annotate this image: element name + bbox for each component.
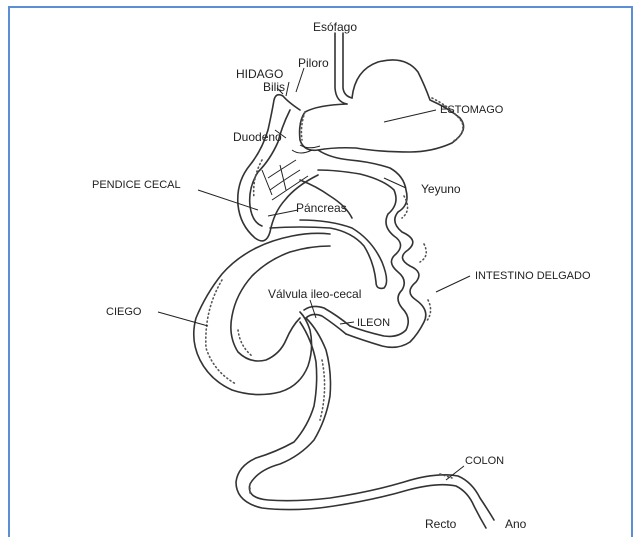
label-colon: COLON [465,455,504,467]
ileum-drawing [304,306,350,334]
label-ano: Ano [505,517,527,531]
esophagus-drawing [335,33,352,104]
label-piloro: Piloro [298,56,329,70]
label-esofago: Esófago [313,20,357,34]
label-hidago: HIDAGO [236,67,283,81]
leader-pancreas [268,210,298,216]
stomach-drawing [300,60,464,152]
label-bilis: Bilis [263,80,285,94]
colon-drawing [236,318,494,528]
label-pancreas: Páncreas [296,201,347,215]
label-recto: Recto [425,517,457,531]
label-ciego: CIEGO [106,306,142,318]
duodenum-drawing [238,95,320,241]
leader-hidago [286,82,289,96]
label-valvula: Válvula ileo-cecal [268,287,361,301]
label-duodeno: Duodeno [233,130,282,144]
leader-piloro [296,68,304,92]
label-intestino-delgado: INTESTINO DELGADO [475,270,591,282]
leader-estomago [384,110,436,122]
label-yeyuno: Yeyuno [421,182,461,196]
leader-intestino-delgado [436,276,470,292]
leader-lines [158,68,470,480]
label-ileon: ILEON [357,317,390,329]
leader-ciego [158,312,208,326]
appendix-tube-drawing [270,220,387,288]
cecum-drawing [194,233,330,394]
label-estomago: ESTOMAGO [440,104,504,116]
label-pendice-cecal: PENDICE CECAL [92,179,181,191]
